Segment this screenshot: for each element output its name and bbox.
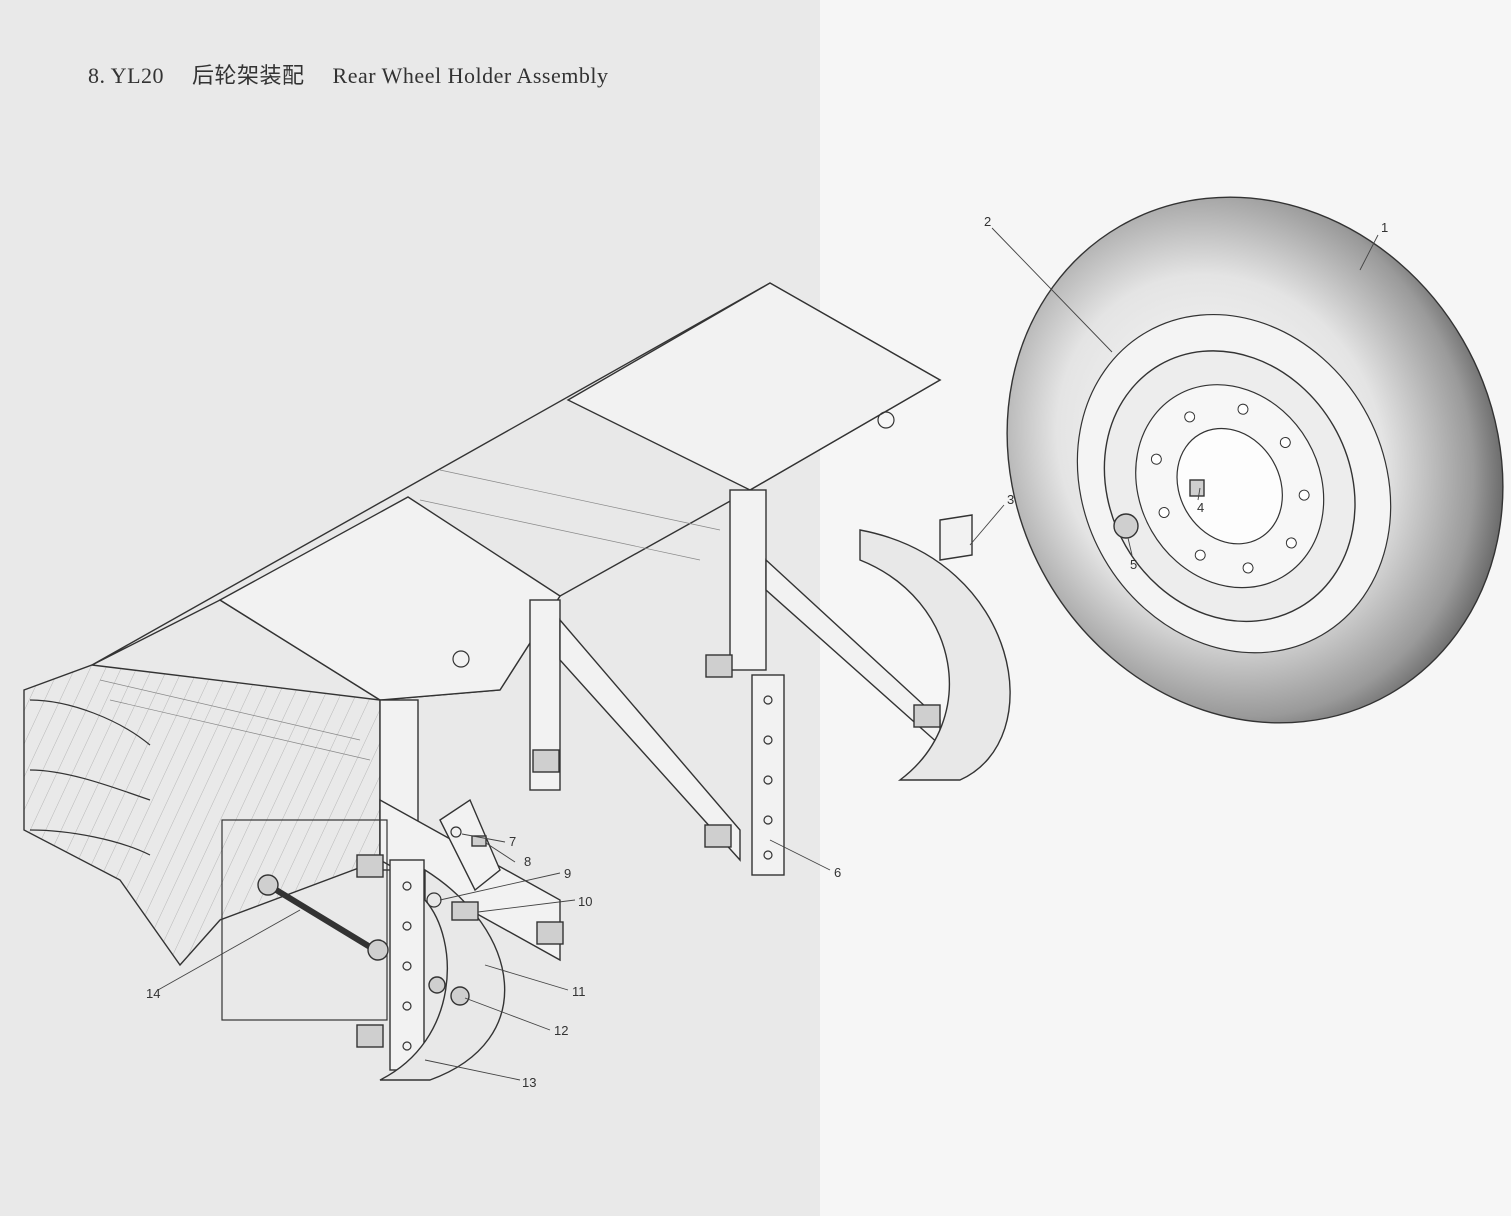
rod-nut-left xyxy=(257,874,279,896)
cross-bar-middle xyxy=(559,618,741,862)
rear-angle-bracket xyxy=(939,514,973,561)
callout-8: 8 xyxy=(524,854,531,869)
callout-7: 7 xyxy=(509,834,516,849)
title-chinese: 后轮架装配 xyxy=(192,63,305,88)
threaded-rod xyxy=(266,882,377,953)
rear-plate-hole-4 xyxy=(763,815,773,825)
rod-nut-right xyxy=(367,939,389,961)
rear-plate-hole-2 xyxy=(763,735,773,745)
leg-nut-4 xyxy=(704,824,732,848)
wheel-nut xyxy=(1113,513,1139,539)
callout-14: 14 xyxy=(146,986,160,1001)
rear-leg xyxy=(729,489,767,671)
callout-2: 2 xyxy=(984,214,991,229)
frame-assembly xyxy=(23,282,1011,1081)
rear-plate-hole-5 xyxy=(763,850,773,860)
leg-nut-6 xyxy=(356,1024,384,1048)
rear-plate-hole-3 xyxy=(763,775,773,785)
washer-7 xyxy=(450,826,462,838)
bolt-8 xyxy=(471,835,487,847)
wheel xyxy=(1006,196,1504,724)
nut-12b xyxy=(450,986,470,1006)
plate-hole-4 xyxy=(402,1001,412,1011)
callout-3: 3 xyxy=(1007,492,1014,507)
rear-plate-hole-1 xyxy=(763,695,773,705)
front-curved-bracket xyxy=(379,868,506,1081)
title-english: Rear Wheel Holder Assembly xyxy=(332,63,609,88)
page-title: 8. YL20 后轮架装配 Rear Wheel Holder Assembly xyxy=(88,58,630,90)
callout-13: 13 xyxy=(522,1075,536,1090)
rear-curved-bracket xyxy=(859,529,1011,781)
leg-nut-5 xyxy=(536,921,564,945)
callout-9: 9 xyxy=(564,866,571,881)
main-beam-side xyxy=(23,664,381,967)
nut-12a xyxy=(428,976,446,994)
title-number: 8. YL20 xyxy=(88,63,165,88)
leg-nut-2 xyxy=(532,749,560,773)
callout-11: 11 xyxy=(572,984,586,999)
wheel-stud xyxy=(1189,479,1205,497)
fork-top xyxy=(29,699,151,746)
bolt-10 xyxy=(451,901,479,921)
top-plate-rear xyxy=(566,282,942,491)
callout-10: 10 xyxy=(578,894,592,909)
callout-1: 1 xyxy=(1381,220,1388,235)
leg-nut-7 xyxy=(913,704,941,728)
callout-5: 5 xyxy=(1130,557,1137,572)
front-clamp-frame xyxy=(221,819,388,1021)
plate-hole-1 xyxy=(402,881,412,891)
callout-4: 4 xyxy=(1197,500,1204,515)
plate-hole-2 xyxy=(402,921,412,931)
leg-nut-3 xyxy=(705,654,733,678)
angle-bracket xyxy=(439,798,501,892)
callout-labels: 1 2 3 4 5 6 7 8 9 10 11 12 13 14 xyxy=(146,214,1388,1090)
callout-12: 12 xyxy=(554,1023,568,1038)
lug-holes xyxy=(1150,403,1310,574)
bolt-hole-front xyxy=(452,650,470,668)
leg-nut-1 xyxy=(356,854,384,878)
fork-bottom xyxy=(29,829,151,856)
bolt-hole-rear xyxy=(877,411,895,429)
plate-hole-3 xyxy=(402,961,412,971)
front-clamp-plate xyxy=(389,859,425,1071)
rear-plate xyxy=(751,674,785,876)
callout-6: 6 xyxy=(834,865,841,880)
hub xyxy=(1176,427,1283,545)
beam-hatching xyxy=(99,469,721,761)
leader-lines xyxy=(157,227,1379,1081)
fork-middle xyxy=(29,769,151,801)
plate-hole-5 xyxy=(402,1041,412,1051)
